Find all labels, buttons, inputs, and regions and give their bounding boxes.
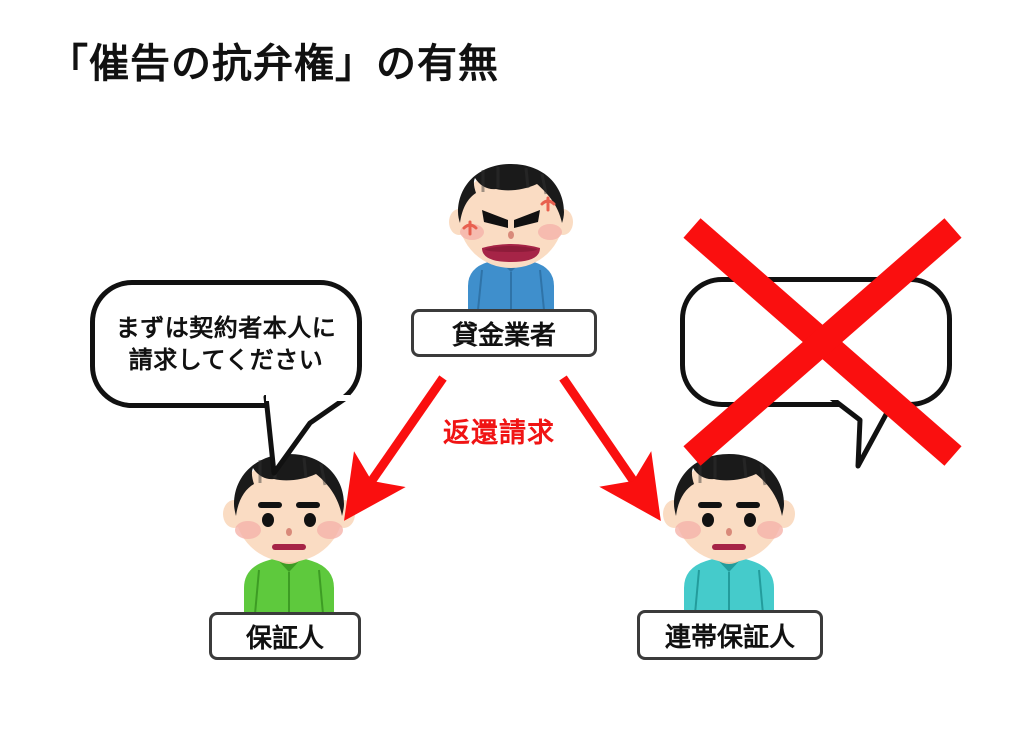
person-guarantor [223,454,355,614]
page-title: 「催告の抗弁権」の有無 [48,41,499,87]
person-joint-guarantor [663,454,795,614]
label-joint-guarantor: 連帯保証人 [637,610,823,660]
label-joint-guarantor-text: 連帯保証人 [664,622,795,653]
label-guarantor: 保証人 [209,612,361,660]
label-lender: 貸金業者 [411,309,597,357]
label-guarantor-text: 保証人 [245,623,324,654]
speech-bubble-left: まずは契約者本人に 請求してください [90,280,362,408]
arrow-label-request: 返還請求 [443,418,555,449]
speech-bubble-right-tail [826,394,902,469]
speech-bubble-right [680,277,952,407]
speech-bubble-left-text: まずは契約者本人に 請求してください [115,313,337,374]
person-lender [449,164,573,310]
label-lender-text: 貸金業者 [451,320,556,351]
